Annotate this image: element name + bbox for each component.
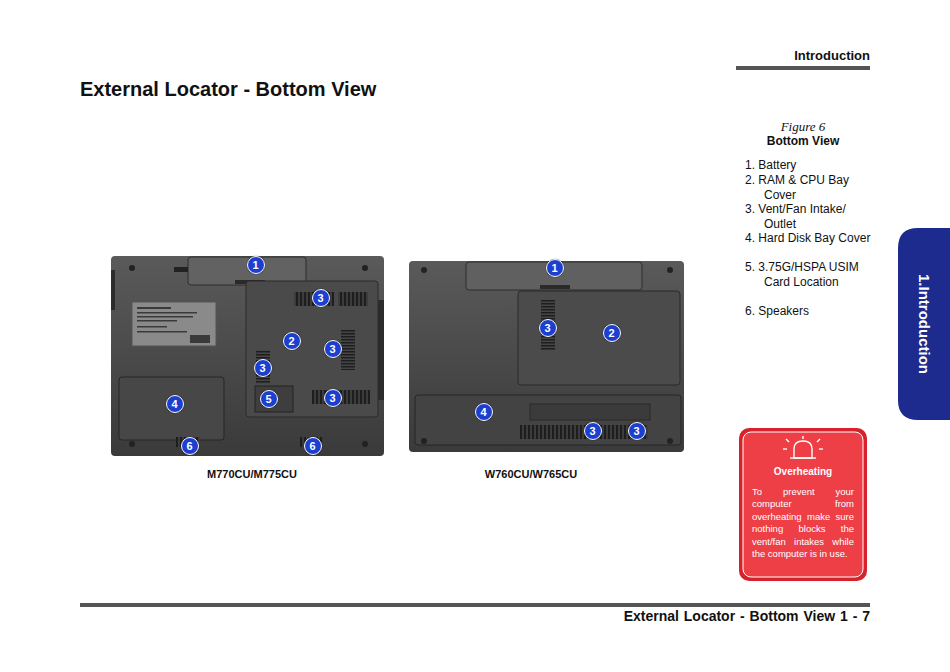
page-footer: External Locator - Bottom View 1 - 7 <box>624 608 870 624</box>
legend-list-item: 4. Hard Disk Bay Cover <box>745 231 878 246</box>
legend-list-item: 5. 3.75G/HSPA USIM Card Location <box>745 260 878 289</box>
callout-number: 4 <box>475 403 493 421</box>
callout-number: 3 <box>539 319 557 337</box>
callout-number: 2 <box>603 324 621 342</box>
callout-number: 3 <box>254 359 272 377</box>
callout-number: 2 <box>283 332 301 350</box>
legend-list-item: 3. Vent/Fan Intake/ Outlet <box>745 202 878 231</box>
callout-number: 5 <box>260 390 278 408</box>
legend-list-item: 2. RAM & CPU Bay Cover <box>745 173 878 202</box>
callout-number: 1 <box>546 259 564 277</box>
side-tab: 1.Introduction <box>898 228 950 420</box>
section-header: Introduction <box>794 48 870 63</box>
warning-box-frame <box>739 428 867 581</box>
warning-heading: Overheating <box>752 466 854 477</box>
callout-number: 3 <box>628 422 646 440</box>
figure-title: Bottom View <box>723 134 883 148</box>
callout-number: 6 <box>181 437 199 455</box>
callout-number: 3 <box>584 422 602 440</box>
warning-body: To prevent your computer from overheatin… <box>752 486 854 560</box>
legend-list-item: 6. Speakers <box>745 304 878 319</box>
side-tab <box>898 228 950 420</box>
alarm-icon <box>783 436 823 458</box>
callout-number: 6 <box>304 437 322 455</box>
legend-list-item: 1. Battery <box>745 158 878 173</box>
model-name: W760CU/W765CU <box>441 468 621 480</box>
warning-box: Overheating To prevent your computer from… <box>743 460 863 572</box>
callout-number: 3 <box>312 289 330 307</box>
callout-number: 3 <box>324 340 342 358</box>
model-name: M770CU/M775CU <box>162 468 342 480</box>
laptop-photo <box>409 261 684 452</box>
figure-number: Figure 6 <box>723 119 883 135</box>
tab-label: 1.Introduction <box>916 274 933 374</box>
callout-number: 4 <box>166 395 184 413</box>
laptop-photo <box>111 256 384 456</box>
page-title: External Locator - Bottom View <box>80 78 376 101</box>
callout-number: 3 <box>324 389 342 407</box>
callout-number: 1 <box>247 256 265 274</box>
